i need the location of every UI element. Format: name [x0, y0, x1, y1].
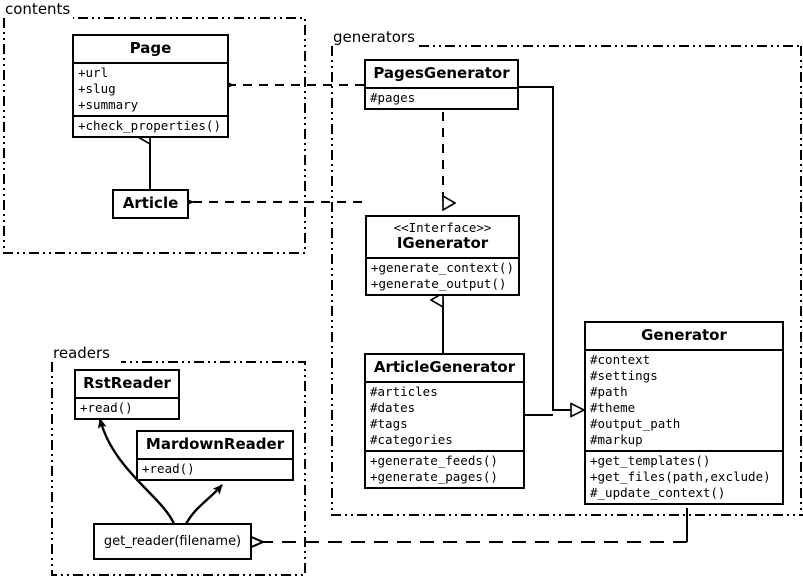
class-generator-operations: +get_templates() +get_files(path,exclude…: [586, 450, 782, 503]
class-article-generator-title: ArticleGenerator: [373, 358, 516, 376]
class-pages-generator[interactable]: PagesGenerator #pages: [364, 59, 519, 110]
operation-row: +generate_feeds(): [370, 453, 498, 468]
attribute-row: #context: [590, 352, 651, 367]
class-mardown-reader[interactable]: MardownReader +read(): [136, 430, 294, 481]
attribute-row: #tags: [370, 416, 408, 431]
class-article[interactable]: Article: [112, 189, 189, 219]
operation-row: +read(): [80, 400, 133, 415]
package-border-contents: [3, 17, 306, 254]
class-generator-attributes: #context #settings #path #theme #output_…: [586, 349, 782, 450]
class-article-generator-attributes: #articles #dates #tags #categories: [366, 381, 523, 450]
operation-row: +read(): [142, 461, 195, 476]
class-generator-title: Generator: [641, 326, 727, 344]
relation-generator-uses-get-reader: [263, 508, 688, 542]
attribute-row: +url: [78, 65, 109, 80]
package-border-generators: [331, 45, 803, 516]
class-igenerator-stereotype: <<Interface>>: [393, 220, 492, 235]
function-get-reader-label: get_reader(filename): [103, 534, 242, 549]
attribute-row: +summary: [78, 97, 139, 112]
class-page-attributes: +url +slug +summary: [74, 62, 227, 115]
operation-row: +generate_pages(): [370, 469, 498, 484]
operation-row: +get_templates(): [590, 453, 711, 468]
attribute-row: #pages: [370, 90, 416, 105]
package-label-contents: contents: [4, 0, 73, 18]
class-igenerator[interactable]: <<Interface>> IGenerator +generate_conte…: [365, 215, 520, 296]
attribute-row: #output_path: [590, 416, 681, 431]
attribute-row: #path: [590, 384, 628, 399]
class-pages-generator-attributes: #pages: [366, 87, 517, 108]
class-generator[interactable]: Generator #context #settings #path #them…: [584, 321, 784, 505]
operation-row: #_update_context(): [590, 485, 726, 500]
class-pages-generator-title: PagesGenerator: [373, 64, 510, 82]
class-page-operations: +check_properties(): [74, 115, 227, 136]
class-rst-reader-title: RstReader: [83, 374, 171, 392]
class-page[interactable]: Page +url +slug +summary +check_properti…: [72, 34, 229, 138]
relation-get-reader-creates-mardownreader: [184, 484, 223, 525]
attribute-row: #settings: [590, 368, 658, 383]
class-rst-reader[interactable]: RstReader +read(): [74, 369, 180, 420]
class-article-generator[interactable]: ArticleGenerator #articles #dates #tags …: [364, 353, 525, 489]
operation-row: +get_files(path,exclude): [590, 469, 771, 484]
attribute-row: #dates: [370, 400, 416, 415]
class-igenerator-title: IGenerator: [396, 234, 489, 252]
class-mardown-reader-operations: +read(): [138, 458, 292, 479]
package-label-generators: generators: [332, 28, 417, 46]
class-mardown-reader-title: MardownReader: [145, 435, 285, 453]
operation-row: +generate_context(): [371, 260, 514, 275]
class-article-title: Article: [122, 194, 179, 212]
class-igenerator-operations: +generate_context() +generate_output(): [367, 257, 518, 294]
attribute-row: #theme: [590, 400, 636, 415]
attribute-row: #markup: [590, 432, 643, 447]
class-rst-reader-operations: +read(): [76, 397, 178, 418]
class-page-title: Page: [129, 39, 172, 57]
attribute-row: #categories: [370, 432, 453, 447]
attribute-row: +slug: [78, 81, 116, 96]
relation-generators-inherit-generator: [519, 86, 584, 415]
function-get-reader[interactable]: get_reader(filename): [93, 523, 252, 560]
operation-row: +generate_output(): [371, 276, 507, 291]
operation-row: +check_properties(): [78, 118, 221, 133]
attribute-row: #articles: [370, 384, 438, 399]
package-label-readers: readers: [52, 344, 112, 362]
class-article-generator-operations: +generate_feeds() +generate_pages(): [366, 450, 523, 487]
